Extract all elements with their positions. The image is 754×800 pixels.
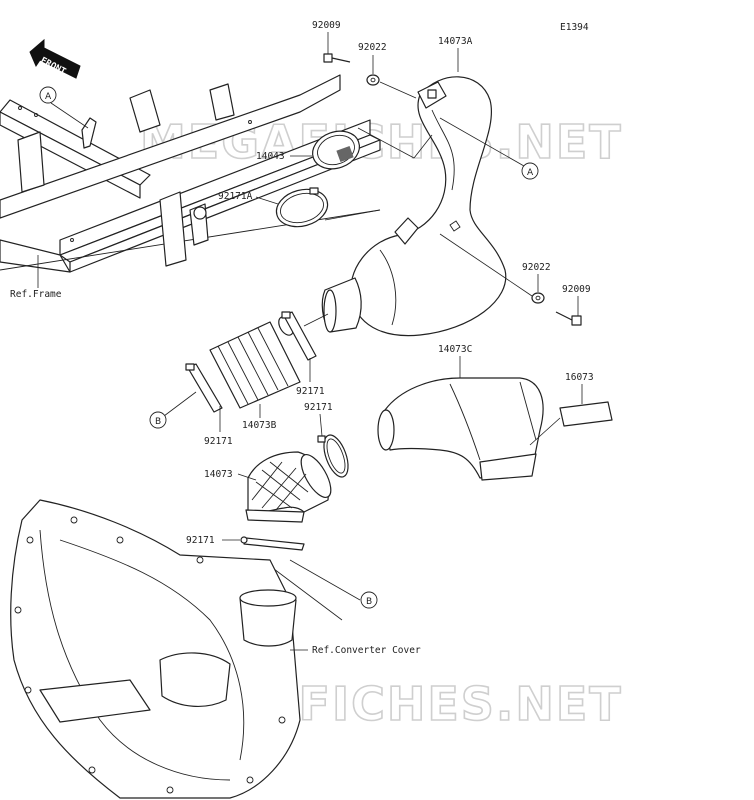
converter-cover-drawing bbox=[10, 499, 301, 799]
callout-a-right bbox=[521, 162, 539, 180]
label-washer-mid: 92022 bbox=[522, 262, 551, 273]
clamp-strip-left bbox=[185, 363, 223, 413]
clamp-ring-upper bbox=[317, 434, 349, 478]
label-washer-top: 92022 bbox=[358, 42, 387, 53]
callout-b-left-text: B bbox=[155, 417, 161, 427]
callout-a-right-text: A bbox=[527, 168, 534, 178]
label-bolt-top: 92009 bbox=[312, 20, 341, 31]
clamp-strip-bottom bbox=[240, 536, 305, 551]
boot-duct-14073 bbox=[245, 451, 332, 523]
upper-duct-14073a bbox=[321, 76, 507, 337]
label-duct-boot: 14073 bbox=[204, 469, 233, 480]
ref-frame-label: Ref.Frame bbox=[10, 289, 62, 300]
diagram-code: E1394 bbox=[560, 22, 589, 33]
label-clamp-large: 92171A bbox=[218, 191, 253, 202]
bolt-mid bbox=[555, 311, 582, 326]
label-clamp-b-left: 92171 bbox=[204, 436, 233, 447]
washer-top bbox=[366, 74, 380, 86]
label-clamp-b-right: 92171 bbox=[296, 386, 325, 397]
ref-converter-cover-label: Ref.Converter Cover bbox=[312, 645, 421, 656]
callout-b-left bbox=[149, 411, 167, 429]
screen-14043 bbox=[312, 130, 360, 170]
label-clamp-bottom: 92171 bbox=[186, 535, 215, 546]
label-bellows: 14073B bbox=[242, 420, 277, 431]
bolt-top bbox=[323, 53, 351, 63]
label-bolt-mid: 92009 bbox=[562, 284, 591, 295]
label-seal-pad: 16073 bbox=[565, 372, 594, 383]
label-screen: 14043 bbox=[256, 151, 285, 162]
label-duct-elbow: 14073C bbox=[438, 344, 472, 355]
callout-b-bottom bbox=[360, 591, 378, 609]
seal-pad-16073 bbox=[559, 401, 613, 427]
clamp-strip-right bbox=[281, 311, 317, 361]
frame-drawing bbox=[0, 74, 381, 273]
clamp-92171a bbox=[275, 187, 329, 228]
washer-mid bbox=[531, 292, 545, 304]
callout-a-left-text: A bbox=[45, 92, 52, 102]
front-arrow-icon: FRONT bbox=[29, 38, 81, 79]
bellows-14073b bbox=[209, 316, 301, 409]
label-clamp-c-upper: 92171 bbox=[304, 402, 333, 413]
callout-a-left bbox=[39, 86, 57, 104]
callout-b-bottom-text: B bbox=[366, 597, 372, 607]
label-duct-upper: 14073A bbox=[438, 36, 473, 47]
elbow-duct-14073c bbox=[377, 377, 544, 481]
